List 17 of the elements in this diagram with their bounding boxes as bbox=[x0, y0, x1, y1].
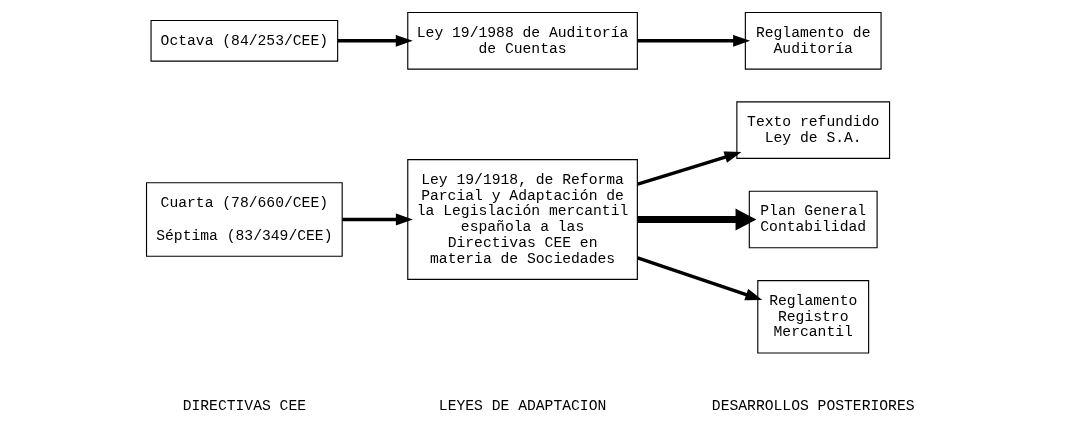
arrow bbox=[636, 256, 762, 301]
label: LEYES DE ADAPTACION bbox=[438, 397, 606, 414]
node-box: Plan General Contabilidad bbox=[748, 190, 878, 249]
node-box: Reglamento Registro Mercantil bbox=[756, 280, 869, 354]
arrow bbox=[637, 34, 750, 47]
label: DESARROLLOS POSTERIORES bbox=[711, 397, 915, 414]
node-box: Cuarta (78/660/CEE) Séptima (83/349/CEE) bbox=[145, 182, 343, 257]
node-box: Texto refundido Ley de S.A. bbox=[735, 101, 890, 159]
node-box: Octava (84/253/CEE) bbox=[150, 19, 338, 62]
arrow bbox=[637, 208, 756, 231]
arrow bbox=[341, 213, 413, 226]
label: DIRECTIVAS CEE bbox=[182, 397, 306, 414]
node-box: Ley 19/1988 de Auditoría de Cuentas bbox=[406, 11, 638, 70]
arrow bbox=[337, 34, 413, 47]
arrow bbox=[636, 151, 741, 186]
node-box: Ley 19/1918, de Reforma Parcial y Adaptación de la Legislación mercantil española a las Directivas CEE en materia de Sociedades bbox=[406, 159, 638, 280]
node-box: Reglamento de Auditoría bbox=[744, 11, 882, 70]
